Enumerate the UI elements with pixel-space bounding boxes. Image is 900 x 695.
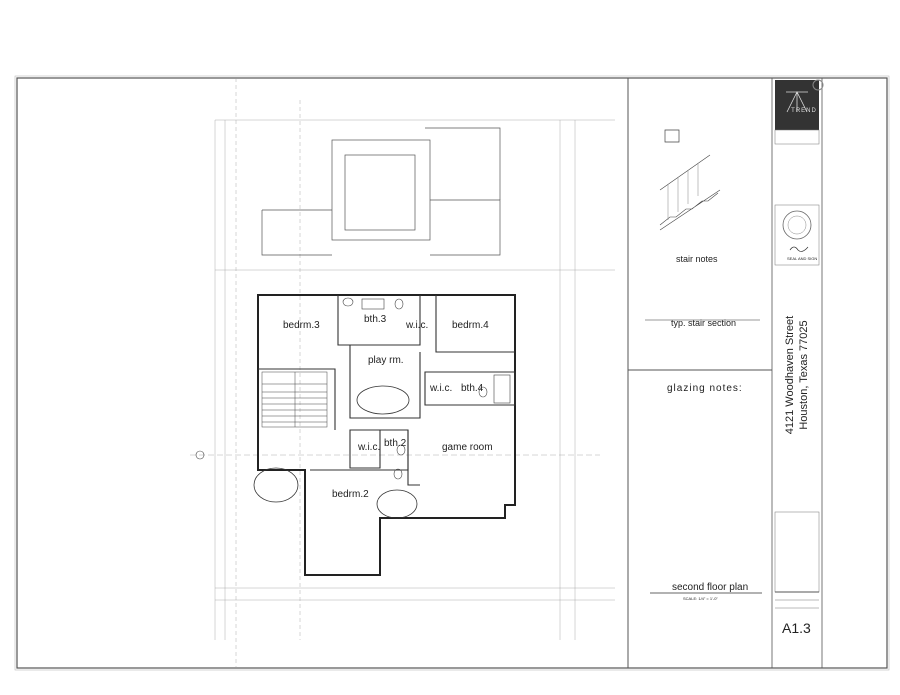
room-label-wic: w.i.c. (406, 320, 429, 331)
revision-cloud (376, 489, 418, 519)
seal-caption: SEAL AND SIGN (787, 256, 818, 261)
revision-cloud (356, 385, 410, 415)
room-label-bedrm4: bedrm.4 (452, 320, 489, 331)
room-label-bth4: bth.4 (461, 383, 484, 394)
address-line-2: Houston, Texas 77025 (798, 320, 810, 430)
revision-cloud (253, 467, 299, 503)
signature-icon (789, 246, 809, 252)
room-label-bth2: bth.2 (384, 438, 407, 449)
glazing-notes-title: glazing notes: (667, 383, 743, 394)
seal-icon (782, 210, 812, 240)
room-label-bedrm3: bedrm.3 (283, 320, 320, 331)
room-label-bth3: bth.3 (364, 314, 387, 325)
logo-mark-icon (786, 91, 808, 113)
sheet-border (16, 77, 888, 669)
room-label-bedrm2: bedrm.2 (332, 489, 369, 500)
plan-scale: SCALE: 1/4" = 1'-0" (683, 596, 718, 601)
stamp-icon (812, 79, 824, 91)
sheet-number: A1.3 (782, 620, 811, 636)
stair-section-sketch (659, 154, 721, 231)
address-line-1: 4121 Woodhaven Street (784, 315, 796, 435)
exterior-walls (257, 294, 516, 576)
plan-title: second floor plan (672, 582, 749, 593)
stair-notes-title: stair notes (676, 254, 718, 264)
room-label-wic-4: w.i.c. (430, 383, 453, 394)
stair-section-title: typ. stair section (671, 318, 737, 328)
project-address: 4121 Woodhaven Street Houston, Texas 770… (783, 316, 811, 434)
room-label-play-room: play rm. (368, 355, 404, 366)
room-label-game-room: game room (442, 442, 493, 453)
room-label-wic-2: w.i.c. (358, 442, 381, 453)
logo-text: TREND (791, 108, 817, 114)
